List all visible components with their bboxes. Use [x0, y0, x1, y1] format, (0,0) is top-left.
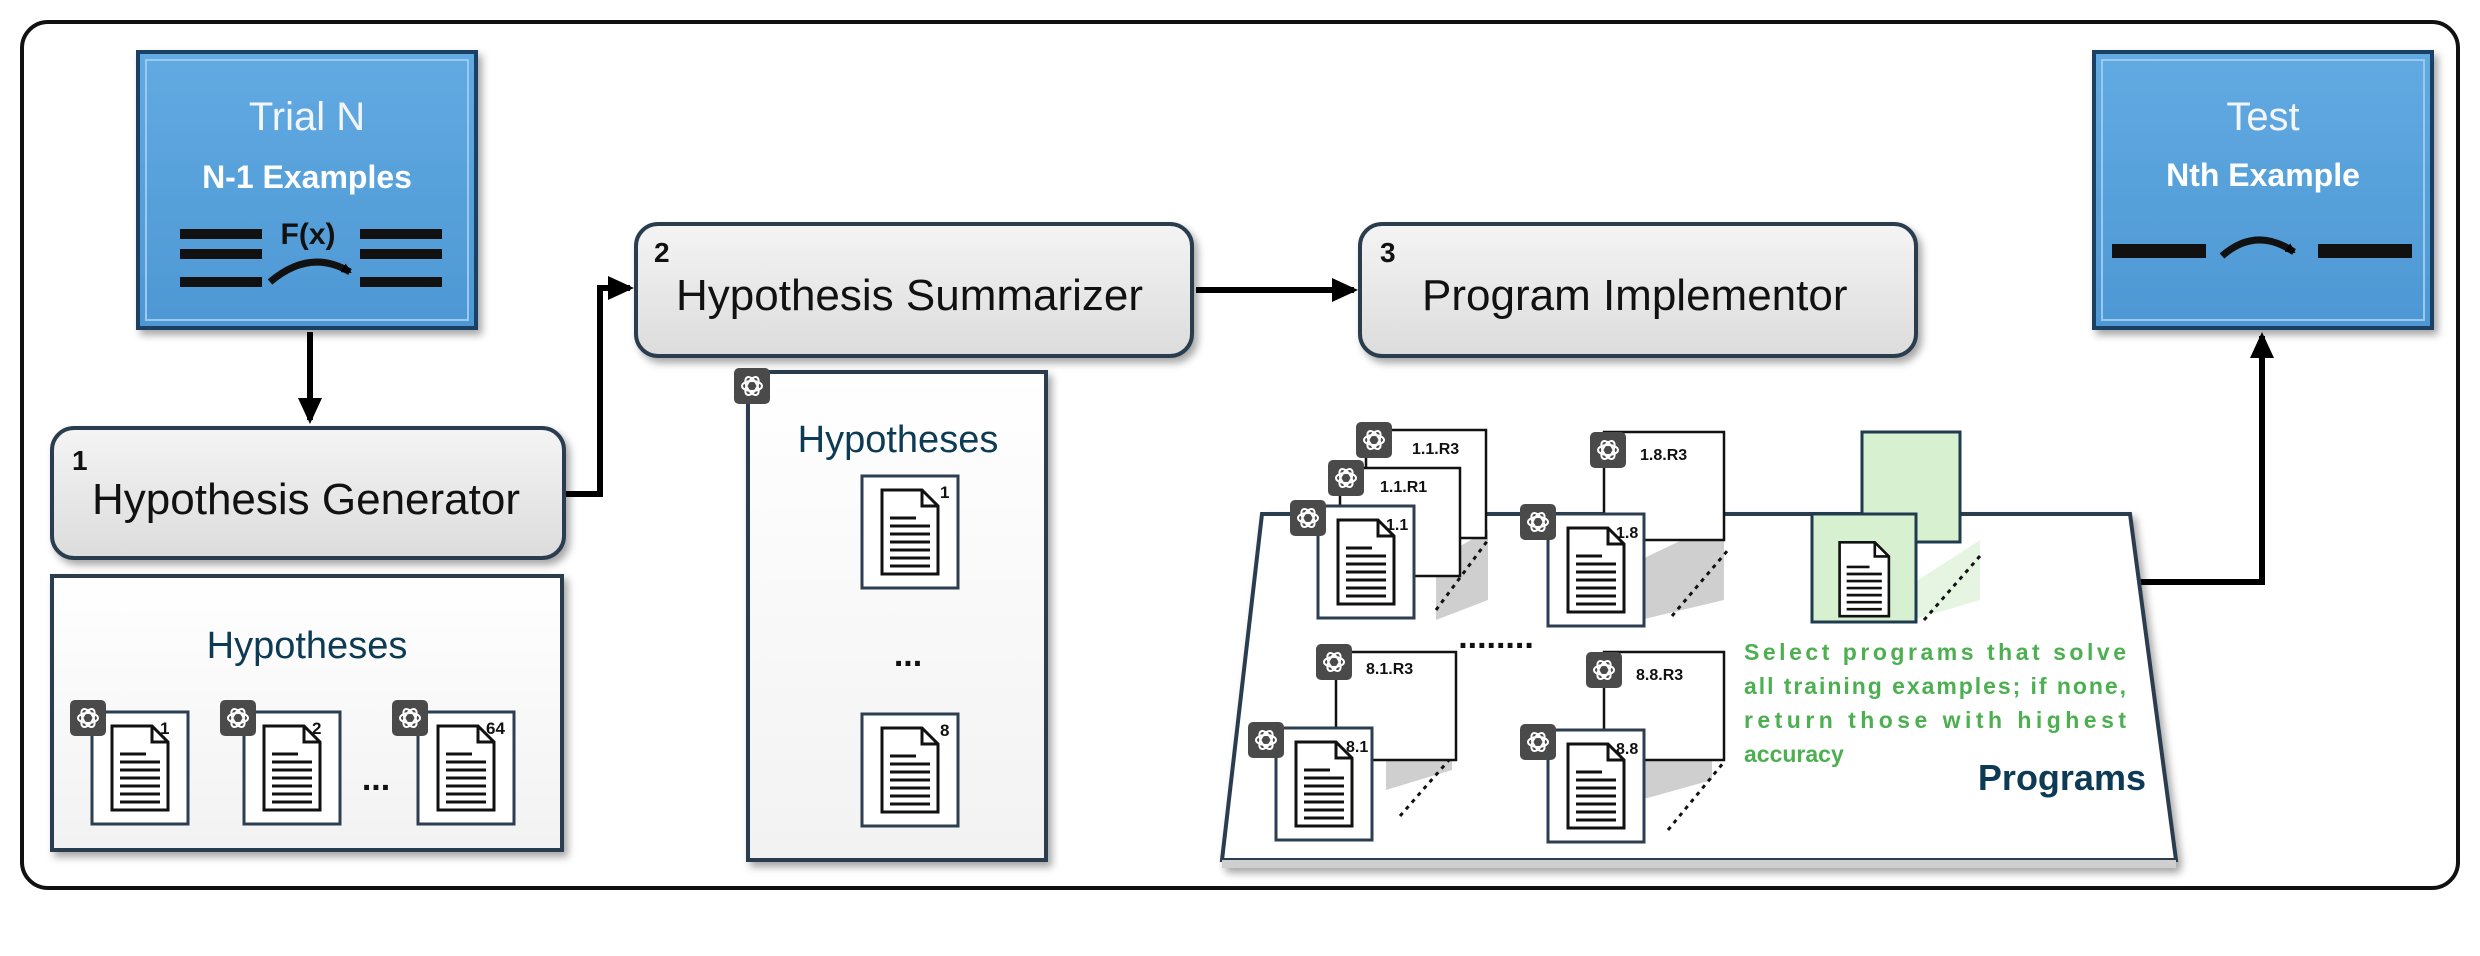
programs-ellipsis: ........	[1458, 618, 1534, 656]
program-implementor-label: Program Implementor	[1422, 271, 1847, 320]
openai-icon	[1585, 651, 1623, 689]
selection-note-line: accuracy	[1744, 741, 1844, 767]
openai-icon	[1247, 721, 1285, 759]
openai-icon	[1289, 499, 1327, 537]
summarized-hypotheses-title: Hypotheses	[798, 419, 999, 461]
transform-arrow-icon	[267, 258, 352, 285]
program-label: 8.8	[1616, 741, 1638, 758]
program-label: 1.8.R3	[1640, 447, 1687, 464]
hypothesis-summarizer-box	[634, 222, 1194, 358]
program-group: 8.8.R3 8.8	[1519, 650, 1726, 844]
hypotheses-ellipsis: ...	[362, 760, 390, 798]
trial-box-title: Trial N	[249, 95, 365, 139]
openai-icon	[1519, 503, 1557, 541]
hypothesis-generator-box	[50, 426, 566, 560]
program-implementor-number: 3	[1380, 237, 1396, 268]
hypothesis-summarizer-number: 2	[654, 237, 670, 268]
program-label: 1.8	[1616, 525, 1638, 542]
test-box-title: Test	[2226, 95, 2299, 139]
hypothesis-doc-number: 2	[312, 719, 321, 738]
hypothesis-doc-number: 64	[486, 719, 505, 738]
openai-icon	[1519, 723, 1557, 761]
program-label: 8.1	[1346, 739, 1368, 756]
test-transform-arrow-icon	[2219, 236, 2296, 259]
openai-icon	[391, 699, 429, 737]
hypothesis-doc-icon	[90, 710, 190, 826]
programs-title: Programs	[1978, 757, 2146, 798]
test-example-lines	[2112, 244, 2412, 258]
hypothesis-summarizer-label: Hypothesis Summarizer	[676, 271, 1143, 320]
selected-program-doc-icon	[1838, 540, 1891, 618]
test-box-subtitle: Nth Example	[2166, 157, 2360, 193]
openai-icon	[1355, 421, 1393, 459]
generated-hypotheses-title: Hypotheses	[207, 625, 408, 667]
openai-icon	[1315, 643, 1353, 681]
summary-ellipsis: ...	[894, 636, 922, 674]
program-label: 1.1	[1386, 517, 1408, 534]
openai-icon	[1589, 431, 1627, 469]
trial-box-subtitle: N-1 Examples	[202, 159, 412, 195]
openai-icon	[733, 367, 771, 405]
hypothesis-doc-number: 1	[160, 719, 169, 738]
hypothesis-generator-number: 1	[72, 445, 88, 476]
summary-doc-number: 8	[940, 721, 949, 740]
summary-doc-number: 1	[940, 483, 949, 502]
program-label: 8.1.R3	[1366, 661, 1413, 678]
program-group: 1.1.R3 1.1.R1 1.1	[1289, 421, 1490, 620]
selected-program	[1810, 430, 1982, 624]
program-label: 1.1.R1	[1380, 479, 1427, 496]
openai-icon	[1327, 459, 1365, 497]
openai-icon	[219, 699, 257, 737]
program-group: 1.8.R3 1.8	[1519, 430, 1730, 628]
test-box	[2092, 50, 2434, 330]
arrow-generator-to-summarizer	[566, 276, 634, 497]
program-implementor-box	[1358, 222, 1918, 358]
program-label: 1.1.R3	[1412, 441, 1459, 458]
trial-example-lines	[180, 229, 442, 287]
hypothesis-doc-icon	[242, 710, 342, 826]
program-group: 8.1.R3 8.1	[1247, 643, 1458, 842]
openai-icon	[69, 699, 107, 737]
hypothesis-generator-label: Hypothesis Generator	[92, 475, 520, 524]
program-label: 8.8.R3	[1636, 667, 1683, 684]
function-label: F(x)	[281, 218, 336, 251]
